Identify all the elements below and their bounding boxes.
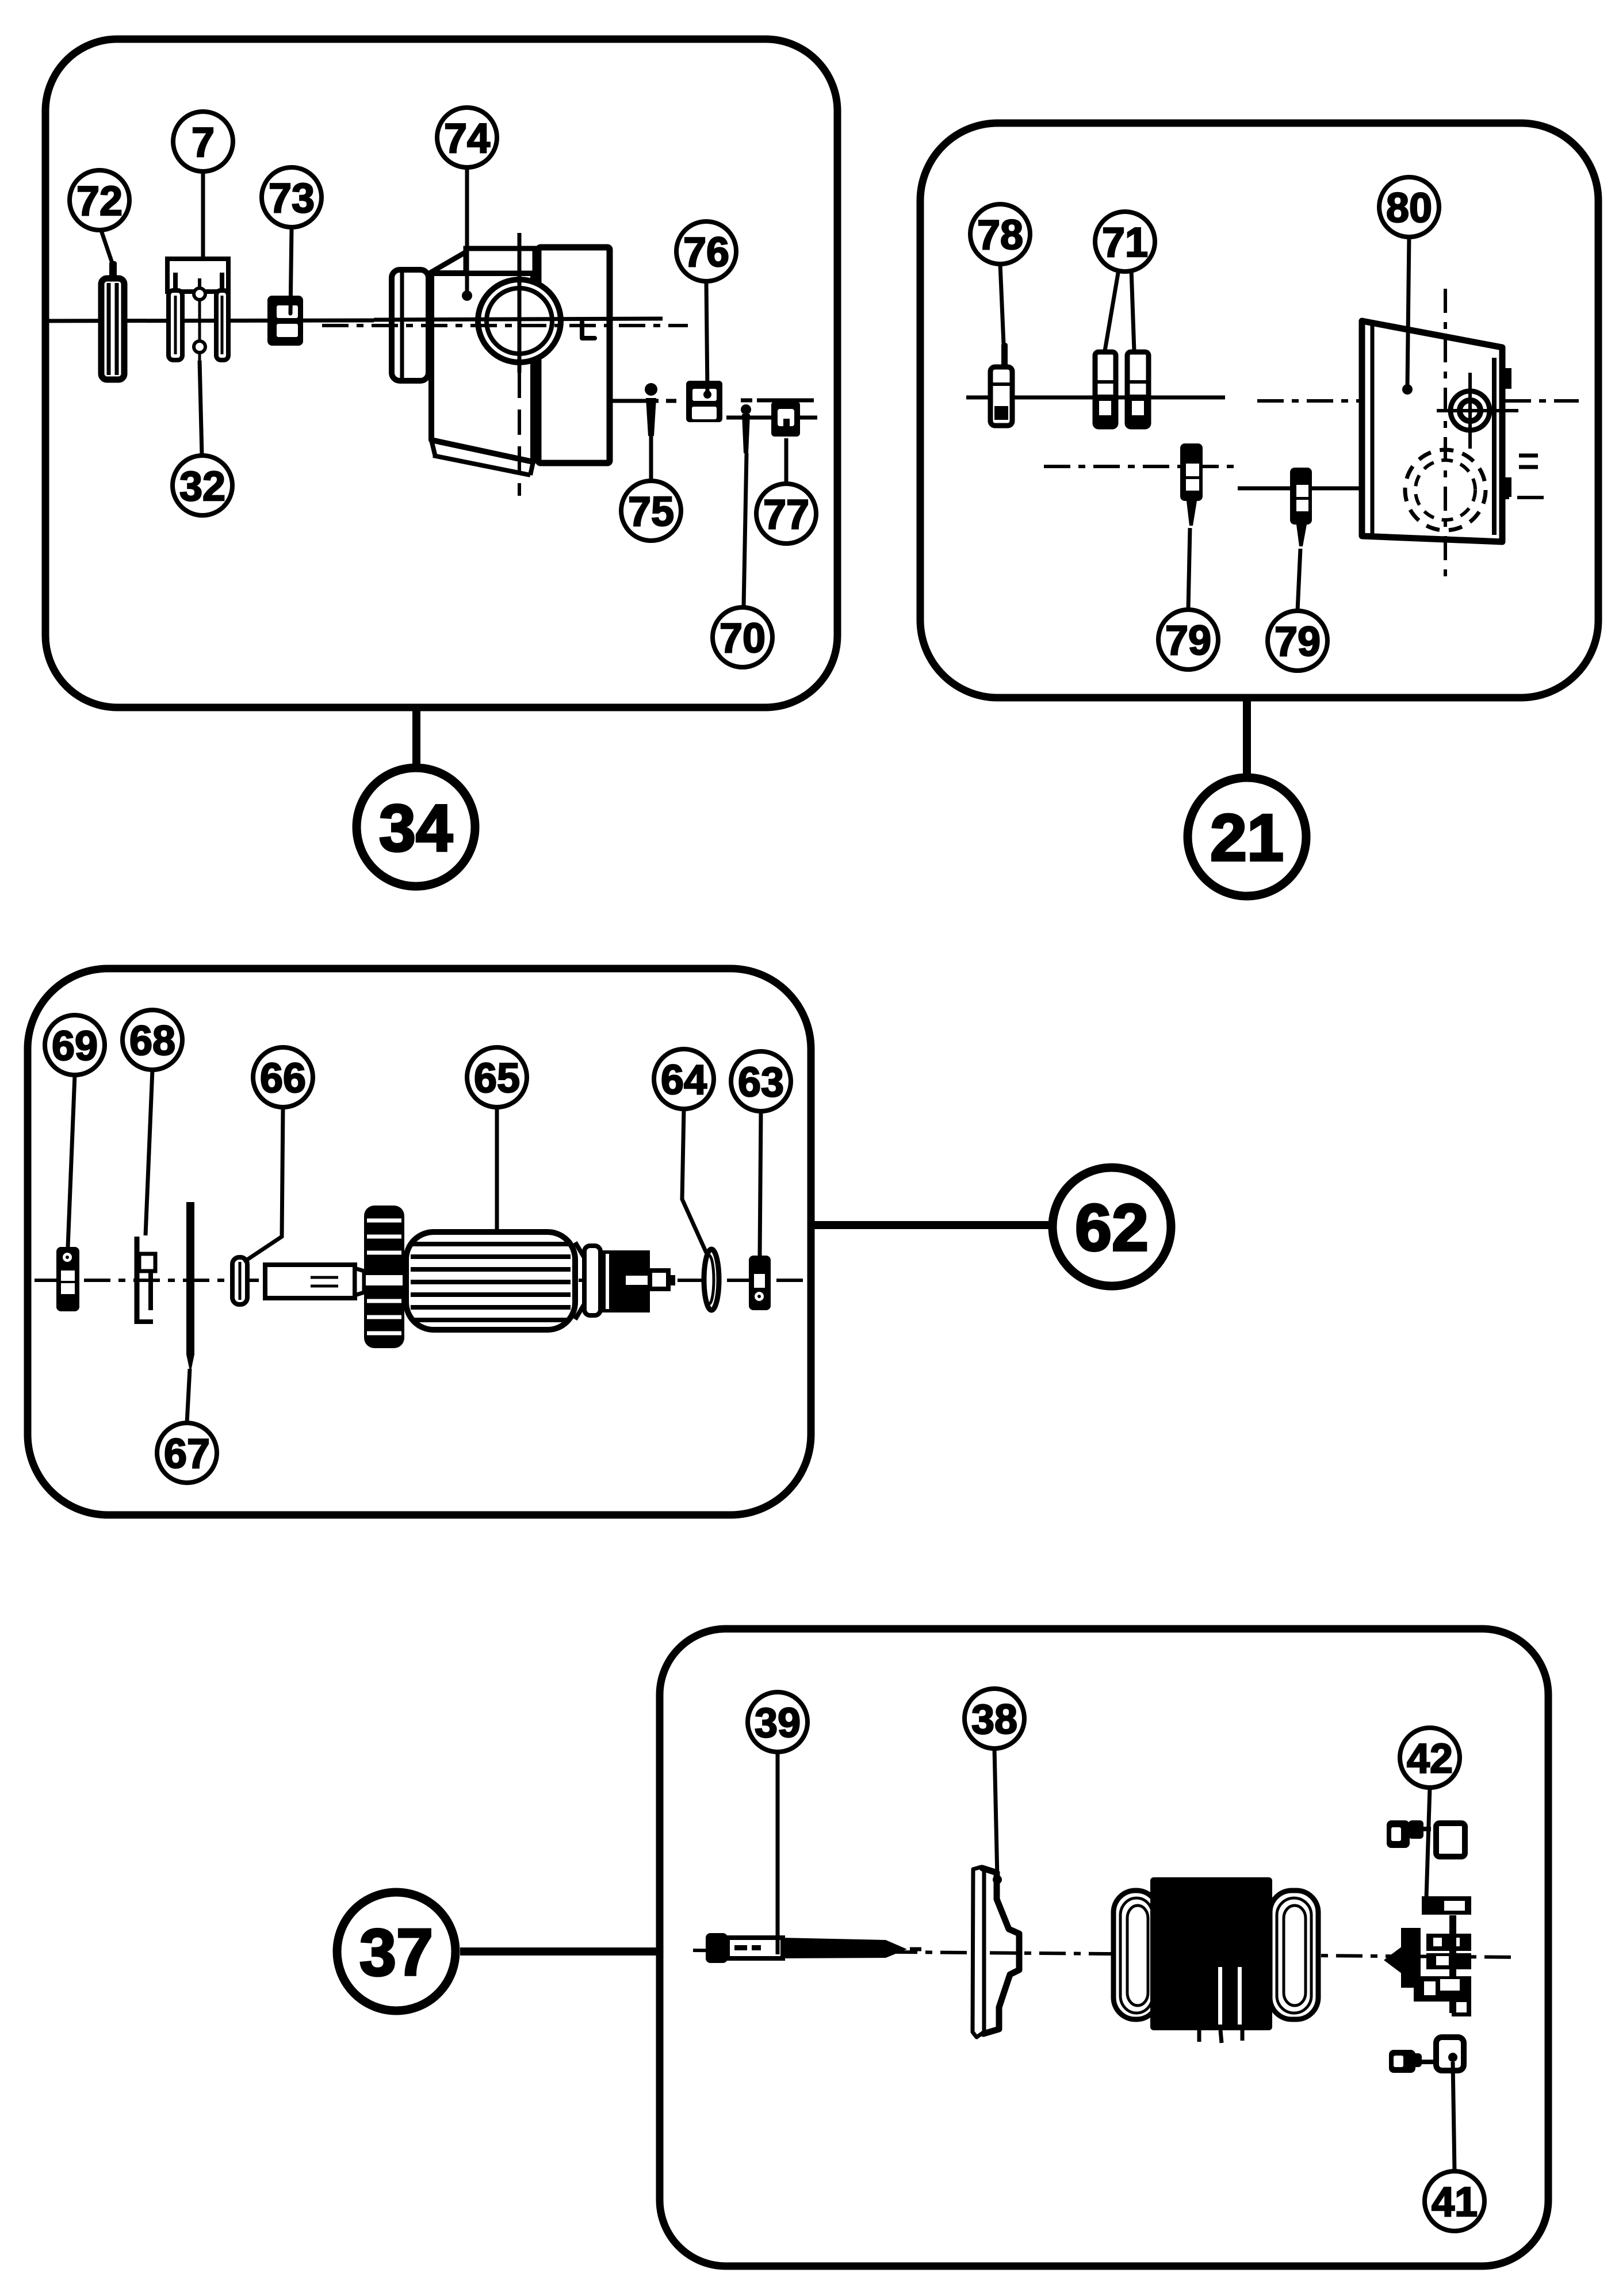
svg-text:78: 78 (977, 212, 1023, 258)
svg-text:63: 63 (738, 1059, 784, 1105)
svg-text:76: 76 (683, 229, 729, 275)
svg-text:77: 77 (763, 492, 809, 538)
svg-text:62: 62 (1075, 1191, 1149, 1265)
svg-text:74: 74 (444, 116, 490, 162)
svg-text:64: 64 (661, 1057, 707, 1103)
svg-text:71: 71 (1102, 220, 1148, 266)
svg-text:65: 65 (474, 1055, 520, 1101)
svg-text:7: 7 (192, 120, 215, 166)
svg-text:32: 32 (179, 464, 225, 510)
svg-text:80: 80 (1386, 185, 1432, 231)
svg-text:75: 75 (628, 489, 674, 535)
svg-text:67: 67 (164, 1431, 210, 1477)
svg-text:72: 72 (76, 178, 123, 224)
svg-text:66: 66 (260, 1055, 306, 1101)
svg-text:38: 38 (971, 1697, 1017, 1743)
svg-text:41: 41 (1432, 2179, 1478, 2225)
svg-text:37: 37 (359, 1916, 433, 1989)
svg-text:39: 39 (755, 1700, 801, 1746)
svg-text:34: 34 (379, 791, 453, 865)
svg-text:79: 79 (1165, 618, 1211, 664)
svg-text:68: 68 (129, 1018, 175, 1064)
svg-text:70: 70 (720, 615, 766, 661)
svg-text:42: 42 (1407, 1736, 1453, 1782)
svg-text:73: 73 (269, 175, 315, 221)
svg-text:79: 79 (1275, 619, 1321, 665)
svg-text:69: 69 (52, 1023, 98, 1069)
svg-text:21: 21 (1210, 801, 1284, 875)
